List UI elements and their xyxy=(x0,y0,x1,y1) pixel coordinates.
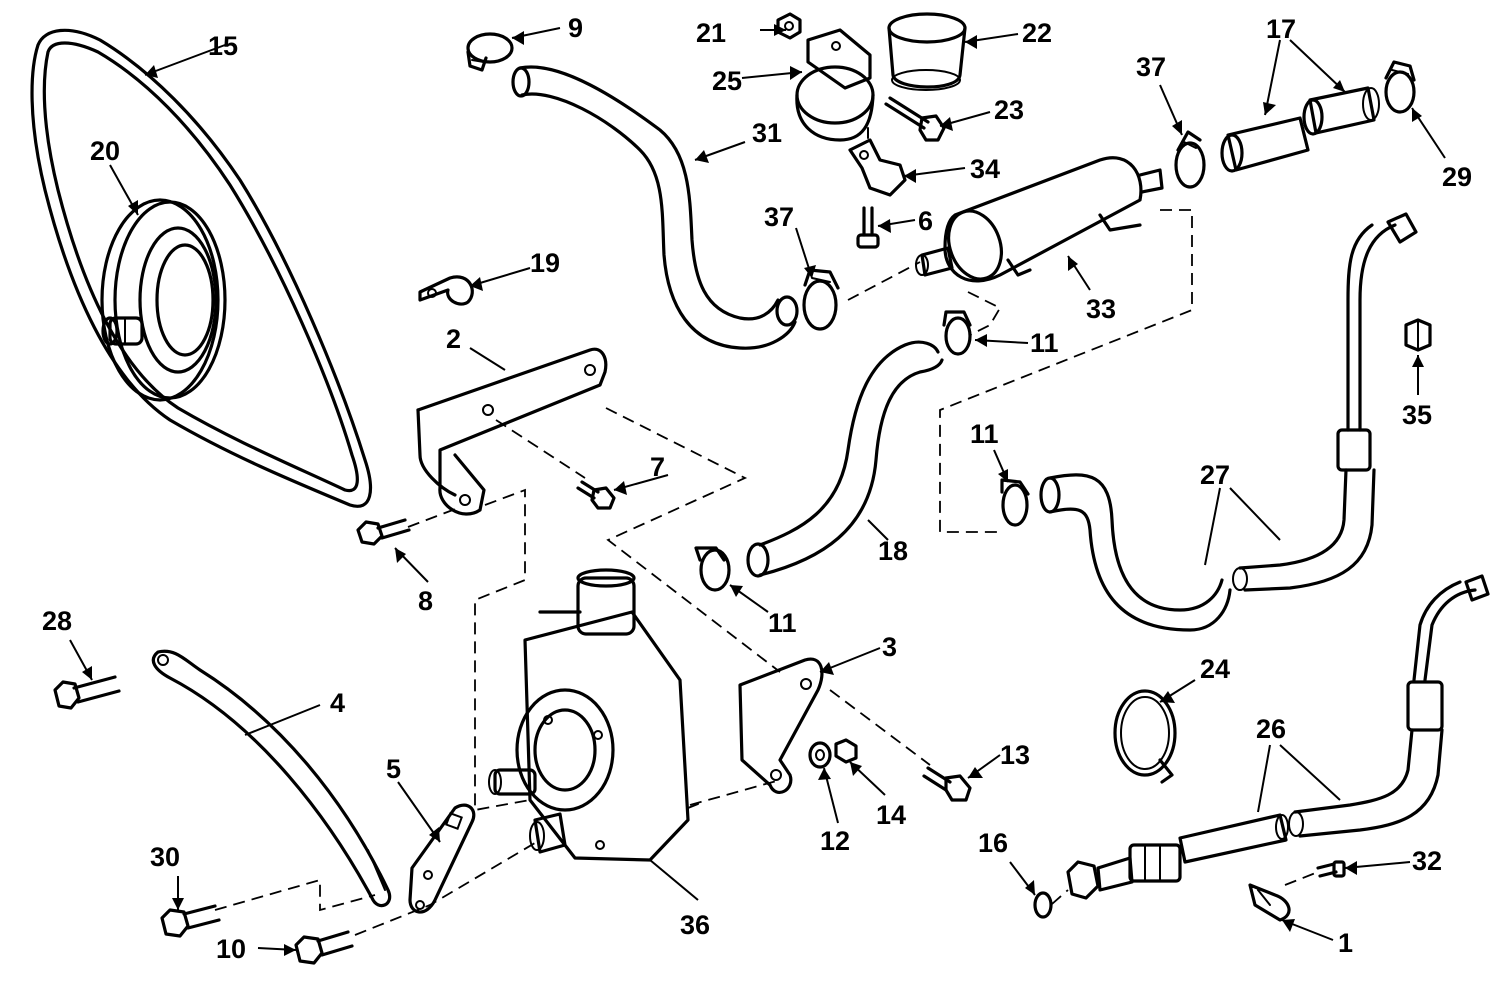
callout-16: 16 xyxy=(978,828,1008,858)
callout-28: 28 xyxy=(42,606,72,636)
callout-23: 23 xyxy=(994,95,1024,125)
callout-7: 7 xyxy=(650,452,665,482)
bracket-clamp-25 xyxy=(795,28,875,142)
pulley-20 xyxy=(100,198,227,402)
callout-11-c: 11 xyxy=(768,608,797,638)
clip-34 xyxy=(848,127,907,197)
callout-9: 9 xyxy=(568,13,583,43)
callout-3: 3 xyxy=(882,632,897,662)
clamp-11-a xyxy=(942,310,972,356)
bolt-8 xyxy=(356,518,411,546)
screw-6 xyxy=(856,206,880,249)
leader-lines xyxy=(69,24,1446,956)
callout-21: 21 xyxy=(696,18,726,48)
callout-22: 22 xyxy=(1022,18,1052,48)
callout-11-a: 11 xyxy=(1030,328,1059,358)
callout-24: 24 xyxy=(1200,654,1230,684)
pump-36 xyxy=(488,568,699,862)
callout-17: 17 xyxy=(1266,14,1296,44)
nut-21 xyxy=(776,12,802,40)
callout-36: 36 xyxy=(680,910,710,940)
callout-4: 4 xyxy=(330,688,345,718)
bolt-10 xyxy=(294,930,354,965)
callout-33: 33 xyxy=(1086,294,1116,324)
callout-35: 35 xyxy=(1402,400,1432,430)
washer-16 xyxy=(1033,891,1053,919)
clip-1 xyxy=(1248,883,1291,922)
callout-34: 34 xyxy=(970,154,1000,184)
nut-35 xyxy=(1404,318,1432,352)
clamp-29 xyxy=(1384,60,1416,114)
callout-6: 6 xyxy=(918,206,933,236)
clamp-11-c xyxy=(694,546,731,592)
callout-25: 25 xyxy=(712,66,742,96)
line-27 xyxy=(1039,212,1418,632)
callout-32: 32 xyxy=(1412,846,1442,876)
callout-37-lower: 37 xyxy=(764,202,794,232)
hose-17 xyxy=(1220,86,1380,173)
bracket-2 xyxy=(416,347,608,516)
bracket-3 xyxy=(738,657,824,794)
callout-14: 14 xyxy=(876,800,906,830)
clamp-9 xyxy=(466,32,514,72)
callout-13: 13 xyxy=(1000,740,1030,770)
callout-labels: 1 2 3 4 5 6 7 8 9 10 11 11 11 12 13 14 1… xyxy=(42,13,1472,964)
callout-20: 20 xyxy=(90,136,120,166)
callout-18: 18 xyxy=(878,536,908,566)
sleeve-22 xyxy=(887,12,967,91)
bolt-13 xyxy=(922,766,972,802)
nut-14 xyxy=(834,738,858,764)
clip-19 xyxy=(418,275,474,306)
bolt-23 xyxy=(884,96,946,142)
callout-12: 12 xyxy=(820,826,850,856)
callout-11-b: 11 xyxy=(970,419,999,449)
washer-12 xyxy=(808,741,832,769)
line-26 xyxy=(1066,574,1490,900)
callout-26: 26 xyxy=(1256,714,1286,744)
clamp-24 xyxy=(1113,689,1177,784)
callout-27: 27 xyxy=(1200,460,1230,490)
cooler-33 xyxy=(915,156,1164,283)
callout-8: 8 xyxy=(418,586,433,616)
bolt-7 xyxy=(576,480,616,510)
clamp-37-upper xyxy=(1174,130,1206,189)
bolt-28 xyxy=(53,675,121,710)
callout-1: 1 xyxy=(1338,928,1353,958)
callout-5: 5 xyxy=(386,754,401,784)
callout-2: 2 xyxy=(446,324,461,354)
callout-30: 30 xyxy=(150,842,180,872)
clamp-11-b xyxy=(1000,478,1030,527)
drive-belt-15 xyxy=(30,28,373,508)
callout-15: 15 xyxy=(208,31,238,61)
brace-4 xyxy=(151,649,392,908)
dashed-alignment-lines xyxy=(214,209,1319,936)
plate-5 xyxy=(408,803,476,914)
hose-18 xyxy=(746,340,944,578)
callout-19: 19 xyxy=(530,248,560,278)
hose-31 xyxy=(511,65,799,350)
screw-32 xyxy=(1316,860,1346,878)
clamp-37-lower xyxy=(802,268,840,331)
callout-10: 10 xyxy=(216,934,246,964)
callout-37-upper: 37 xyxy=(1136,52,1166,82)
bolt-30 xyxy=(160,904,221,938)
callout-29: 29 xyxy=(1442,162,1472,192)
callout-31: 31 xyxy=(752,118,782,148)
